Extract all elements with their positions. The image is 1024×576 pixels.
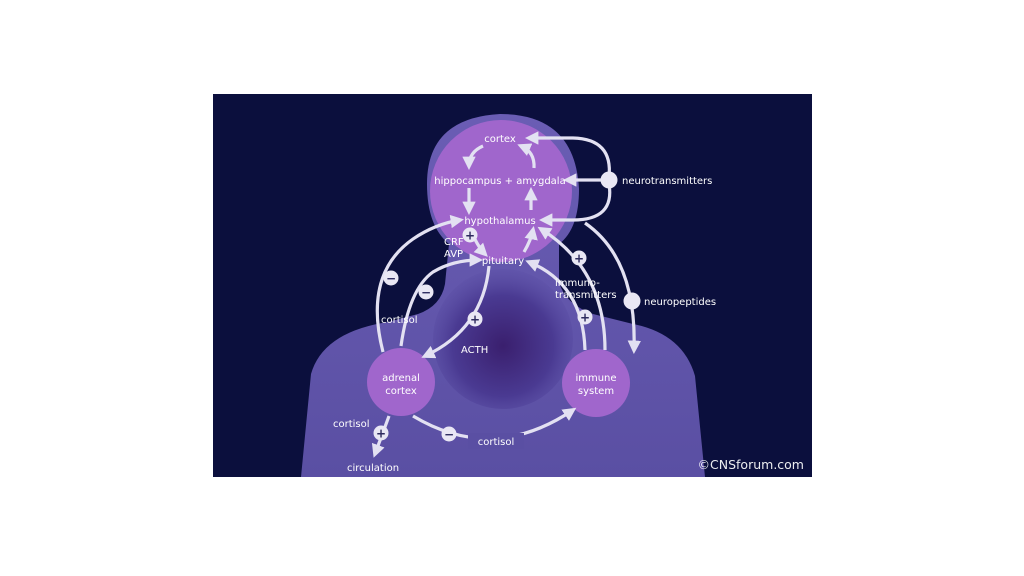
immune-system-label-line1: immune [575,373,616,384]
arrow-neuropeptides-to-immune [584,221,642,355]
avp-label: AVP [444,249,463,260]
crf-label: CRF [444,237,464,248]
svg-text:−: − [386,272,396,286]
adrenal-cortex-label-line1: adrenal [382,373,420,384]
neuropeptides-dot [623,292,641,310]
svg-text:+: + [376,427,386,441]
hypothalamus-label: hypothalamus [464,216,535,227]
arrow-pituitary-to-hypothalamus [522,226,538,253]
minus-badge-bottom: − [441,426,457,442]
plus-badge-crf: + [462,227,478,243]
cortisol-bottom-label-bg [468,433,524,449]
immune-system-label-line2: system [578,386,614,397]
svg-text:−: − [444,428,454,442]
neurotransmitters-dot [600,171,618,189]
plus-badge-circulation: + [373,425,389,441]
cortisol-bottom-label: cortisol [478,437,515,448]
pituitary-label: pituitary [482,256,524,267]
adrenal-cortex-node [367,348,435,416]
svg-text:+: + [580,311,590,325]
plus-badge-immune-outer: + [571,250,587,266]
credit-text: ©CNSforum.com [698,457,804,472]
svg-text:+: + [465,229,475,243]
immunotransmitters-label-line1: immuno- [555,278,600,289]
arrow-hippocampus-to-cortex [517,143,536,169]
cortisol-bottom-left-label: cortisol [333,419,370,430]
cortex-label: cortex [484,134,516,145]
plus-badge-acth: + [467,311,483,327]
svg-text:−: − [421,286,431,300]
minus-badge-left-outer: − [383,270,399,286]
arrow-neurotransmitters-to-hypothalamus [538,183,612,227]
acth-label: ACTH [461,345,488,356]
arrow-immune-to-hypothalamus [537,226,607,351]
arrow-neurotransmitters-to-cortex [524,131,611,178]
sign-badges: + − − + + + − + [373,227,593,442]
arrow-cortisol-to-pituitary [399,253,484,347]
immunotransmitters-label-line2: transmitters [555,290,617,301]
hippocampus-amygdala-label: hippocampus + amygdala [434,176,565,187]
circulation-label: circulation [347,463,399,474]
arrow-immune-to-pituitary [525,259,587,351]
svg-text:+: + [574,252,584,266]
hpa-axis-diagram: + − − + + + − + cortex [213,94,812,477]
neuropeptides-label: neuropeptides [644,297,716,308]
arrow-cortex-to-hippocampus [462,144,484,171]
arrow-cortisol-to-hypothalamus [375,214,464,353]
cortisol-left-label: cortisol [381,315,418,326]
neurotransmitters-label: neurotransmitters [622,176,712,187]
svg-text:+: + [470,313,480,327]
adrenal-cortex-label-line2: cortex [385,386,417,397]
minus-badge-left-inner: − [418,284,434,300]
plus-badge-immune-inner: + [577,309,593,325]
immune-system-node [562,349,630,417]
